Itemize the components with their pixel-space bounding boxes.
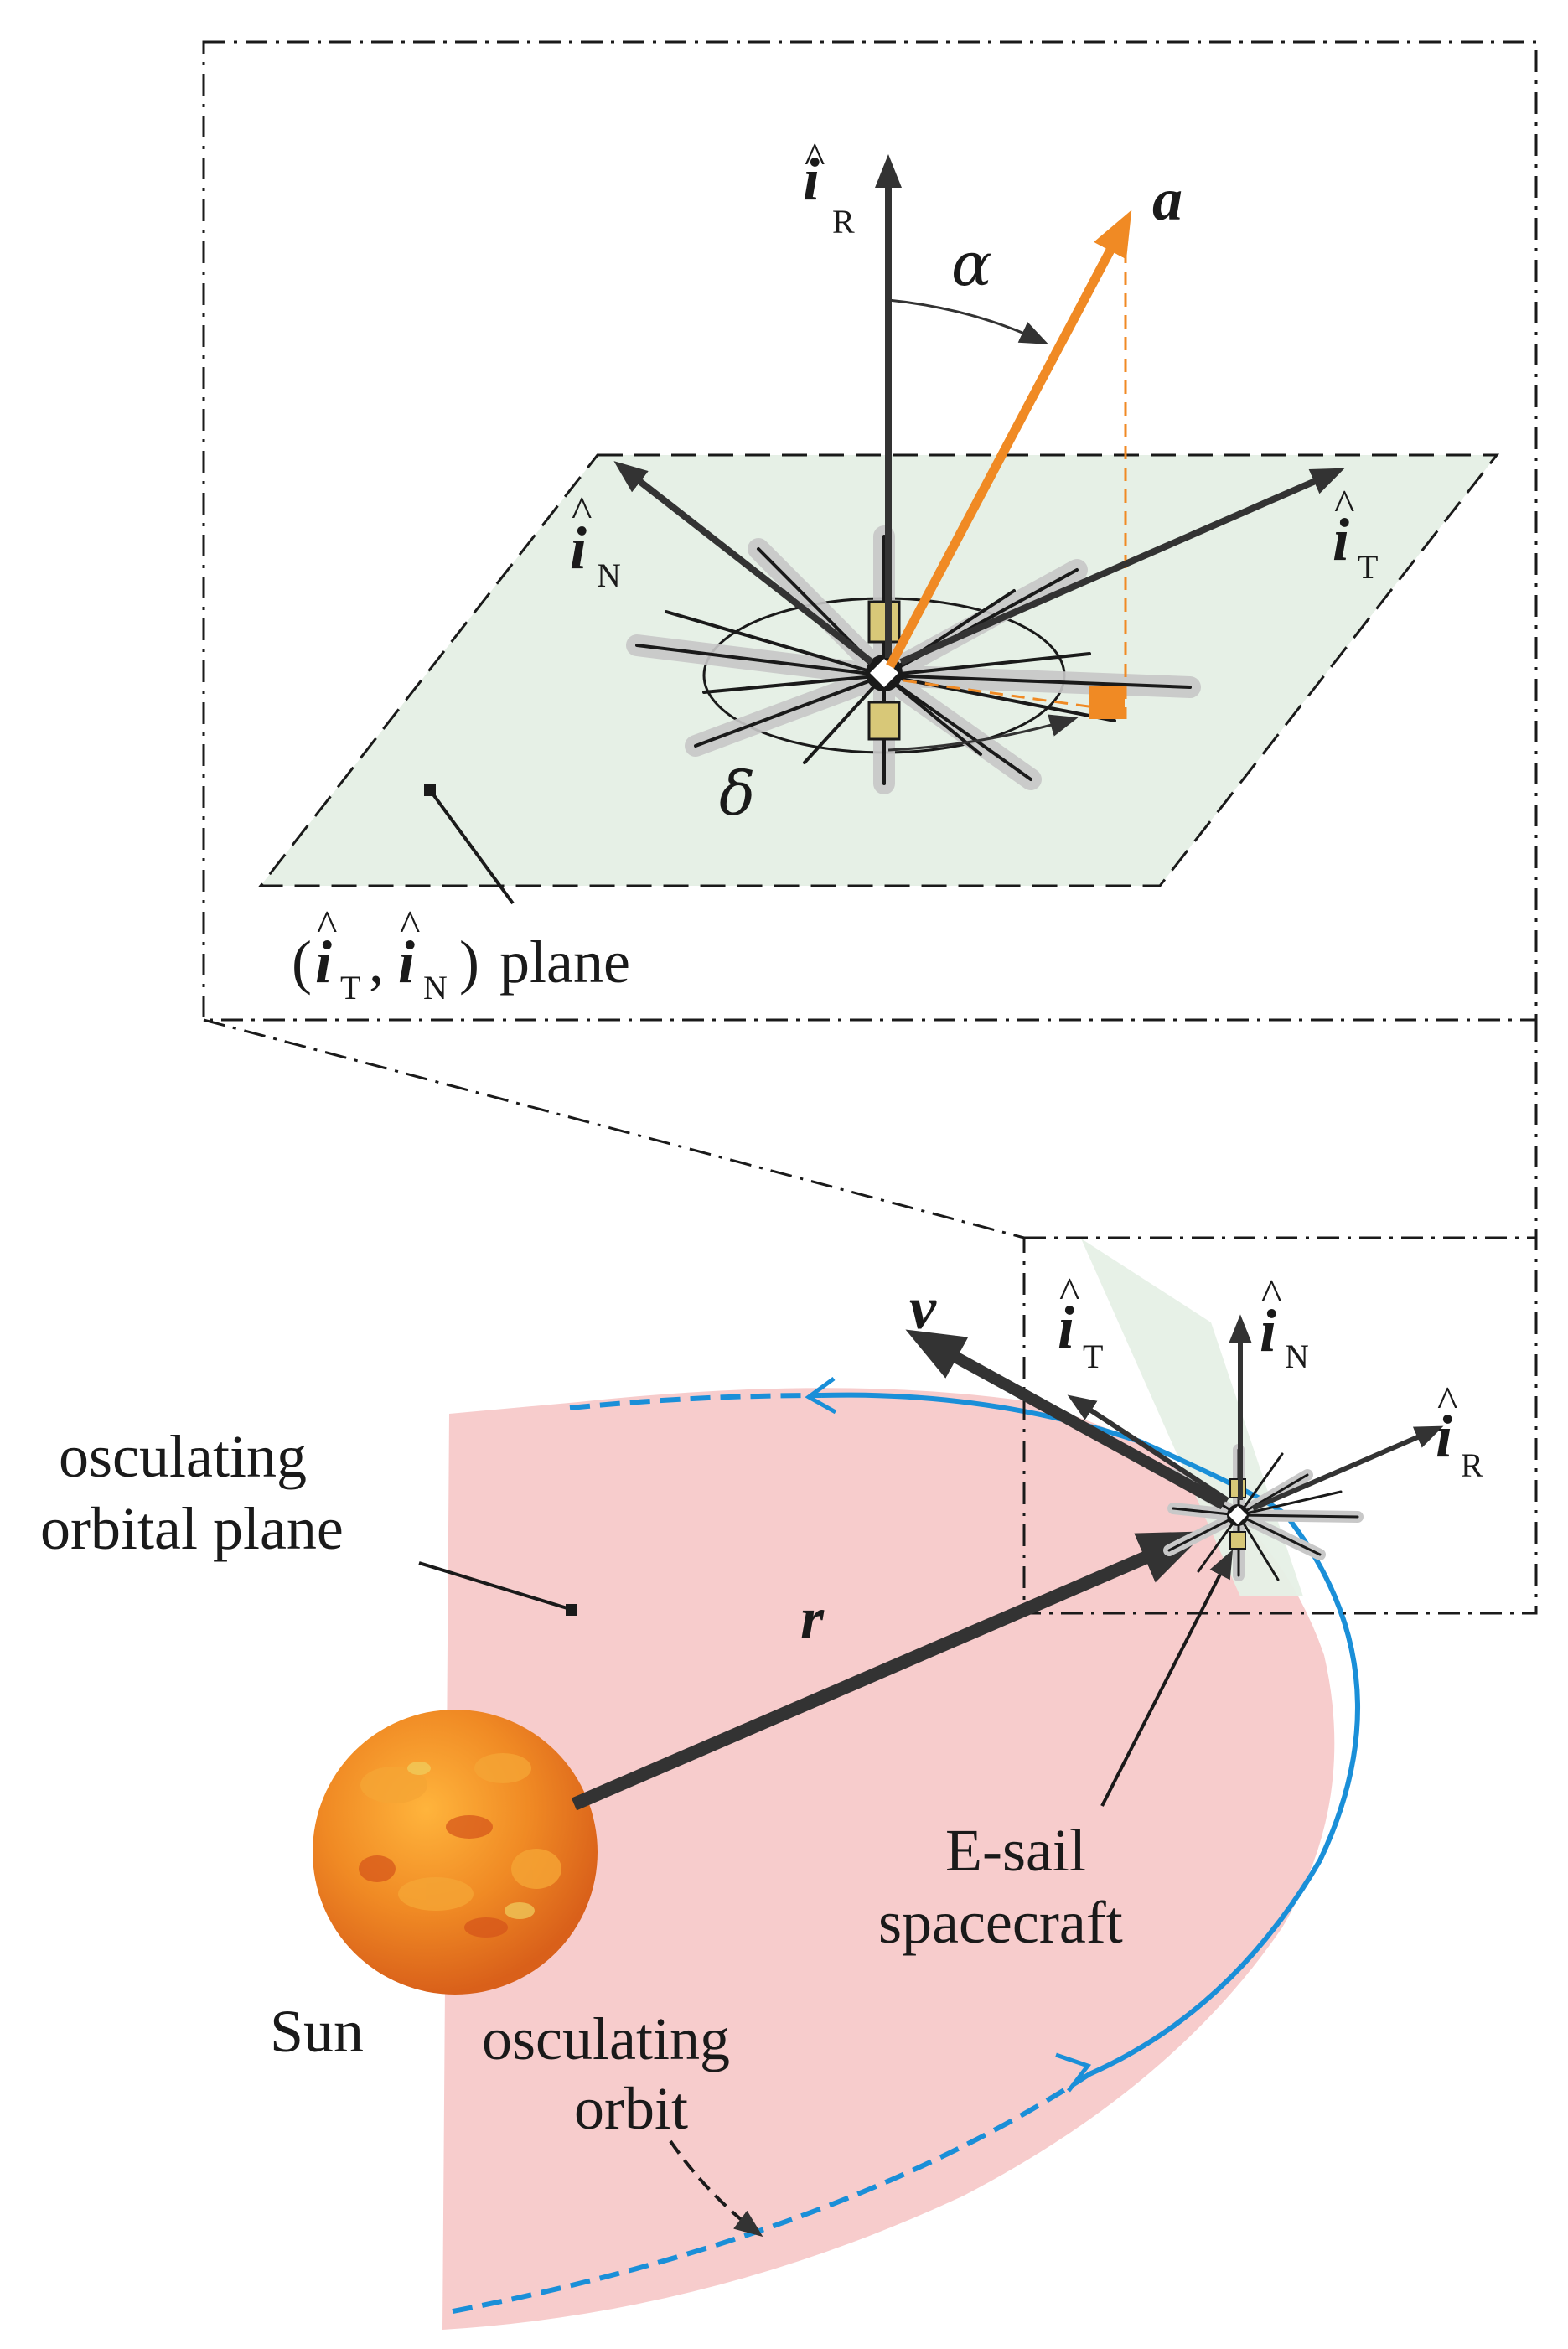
svg-text:^: ^ bbox=[1059, 1270, 1079, 1317]
svg-text:): ) bbox=[459, 929, 479, 996]
sun-label: Sun bbox=[270, 1998, 364, 2065]
svg-text:N: N bbox=[597, 556, 621, 594]
orbit-direction-bottom bbox=[1055, 2052, 1092, 2093]
iN-label-inset: i ^ N bbox=[570, 489, 621, 594]
svg-text:^: ^ bbox=[1334, 482, 1354, 530]
iR-axis-main bbox=[1251, 1425, 1444, 1511]
iN-label-main: i ^ N bbox=[1260, 1271, 1309, 1375]
spacecraft-leader bbox=[1100, 1549, 1234, 1807]
svg-text:osculating: osculating bbox=[59, 1423, 307, 1490]
orbital-plane bbox=[442, 1388, 1335, 2330]
svg-text:i: i bbox=[398, 929, 415, 996]
svg-text:R: R bbox=[832, 203, 855, 241]
orbital-plane-label: osculating orbital plane bbox=[40, 1423, 344, 1562]
alpha-label: α bbox=[951, 229, 992, 299]
accel-label: a bbox=[1152, 166, 1182, 233]
svg-text:,: , bbox=[369, 929, 384, 996]
orbit-dashed-top bbox=[569, 1393, 822, 1410]
svg-text:i: i bbox=[1058, 1294, 1074, 1361]
orbit-label: osculating orbit bbox=[482, 2005, 730, 2142]
zoom-connectors bbox=[203, 1018, 1538, 1239]
iR-label-inset: i ^ R bbox=[803, 135, 855, 241]
svg-text:plane: plane bbox=[499, 929, 630, 996]
zoom-frame bbox=[1022, 1236, 1538, 1615]
orbital-plane-leader bbox=[418, 1561, 571, 1611]
svg-text:^: ^ bbox=[400, 903, 420, 950]
v-vector bbox=[905, 1329, 1227, 1510]
svg-text:T: T bbox=[340, 969, 360, 1006]
svg-text:orbital plane: orbital plane bbox=[40, 1495, 344, 1562]
delta-arc bbox=[887, 714, 1079, 752]
delta-label: δ bbox=[719, 758, 755, 829]
svg-text:i: i bbox=[315, 929, 332, 996]
svg-text:osculating: osculating bbox=[482, 2005, 730, 2072]
solar-panel-bottom bbox=[867, 701, 901, 741]
svg-text:i: i bbox=[1260, 1297, 1276, 1364]
orbital-plane-leader-dot bbox=[566, 1604, 577, 1616]
svg-text:^: ^ bbox=[1437, 1379, 1457, 1426]
e-sail-inset bbox=[626, 525, 1201, 794]
svg-text:(: ( bbox=[292, 929, 312, 996]
orbit-direction-top bbox=[805, 1376, 837, 1415]
svg-text:N: N bbox=[423, 969, 448, 1006]
svg-text:^: ^ bbox=[572, 489, 592, 536]
spacecraft-label: E-sail spacecraft bbox=[878, 1817, 1123, 1956]
svg-text:spacecraft: spacecraft bbox=[878, 1889, 1123, 1956]
v-label: v bbox=[909, 1275, 937, 1342]
svg-text:orbit: orbit bbox=[574, 2075, 688, 2142]
svg-text:i: i bbox=[570, 515, 587, 582]
svg-text:N: N bbox=[1285, 1337, 1309, 1375]
svg-text:^: ^ bbox=[805, 135, 825, 183]
inset-panel: a α δ i ^ R i ^ N i ^ T ( i ^ T , i ^ bbox=[202, 40, 1538, 1022]
iR-label-main: i ^ R bbox=[1436, 1379, 1483, 1484]
iT-label-inset: i ^ T bbox=[1333, 482, 1378, 586]
plane-leader bbox=[429, 789, 515, 905]
accel-vector bbox=[886, 210, 1132, 669]
svg-text:i: i bbox=[803, 146, 820, 213]
projection-marker bbox=[1089, 686, 1125, 719]
alpha-arc bbox=[887, 298, 1049, 344]
svg-text:^: ^ bbox=[317, 903, 337, 950]
plane-label: ( i ^ T , i ^ N ) plane bbox=[292, 903, 630, 1006]
iN-axis-inset bbox=[613, 461, 874, 665]
main-scene: v r i ^ T i ^ N i ^ R osculating orbital… bbox=[40, 1236, 1538, 2330]
iT-label-main: i ^ T bbox=[1058, 1270, 1103, 1375]
svg-text:T: T bbox=[1358, 548, 1378, 586]
sun bbox=[313, 1710, 598, 1995]
iT-axis-inset bbox=[899, 468, 1345, 665]
iT-axis-main bbox=[1067, 1394, 1229, 1503]
svg-text:R: R bbox=[1461, 1446, 1483, 1484]
svg-text:^: ^ bbox=[1261, 1271, 1281, 1319]
projection-horizontal bbox=[903, 679, 1107, 711]
svg-text:T: T bbox=[1083, 1337, 1103, 1375]
svg-text:i: i bbox=[1436, 1403, 1452, 1470]
r-label: r bbox=[800, 1585, 825, 1652]
r-vector bbox=[571, 1531, 1207, 1811]
svg-text:E-sail: E-sail bbox=[945, 1817, 1086, 1884]
plane-leader-dot bbox=[424, 784, 436, 796]
orbit-dashed-bottom bbox=[443, 2072, 1091, 2315]
svg-text:i: i bbox=[1333, 506, 1349, 573]
solar-panel-top bbox=[867, 600, 901, 644]
